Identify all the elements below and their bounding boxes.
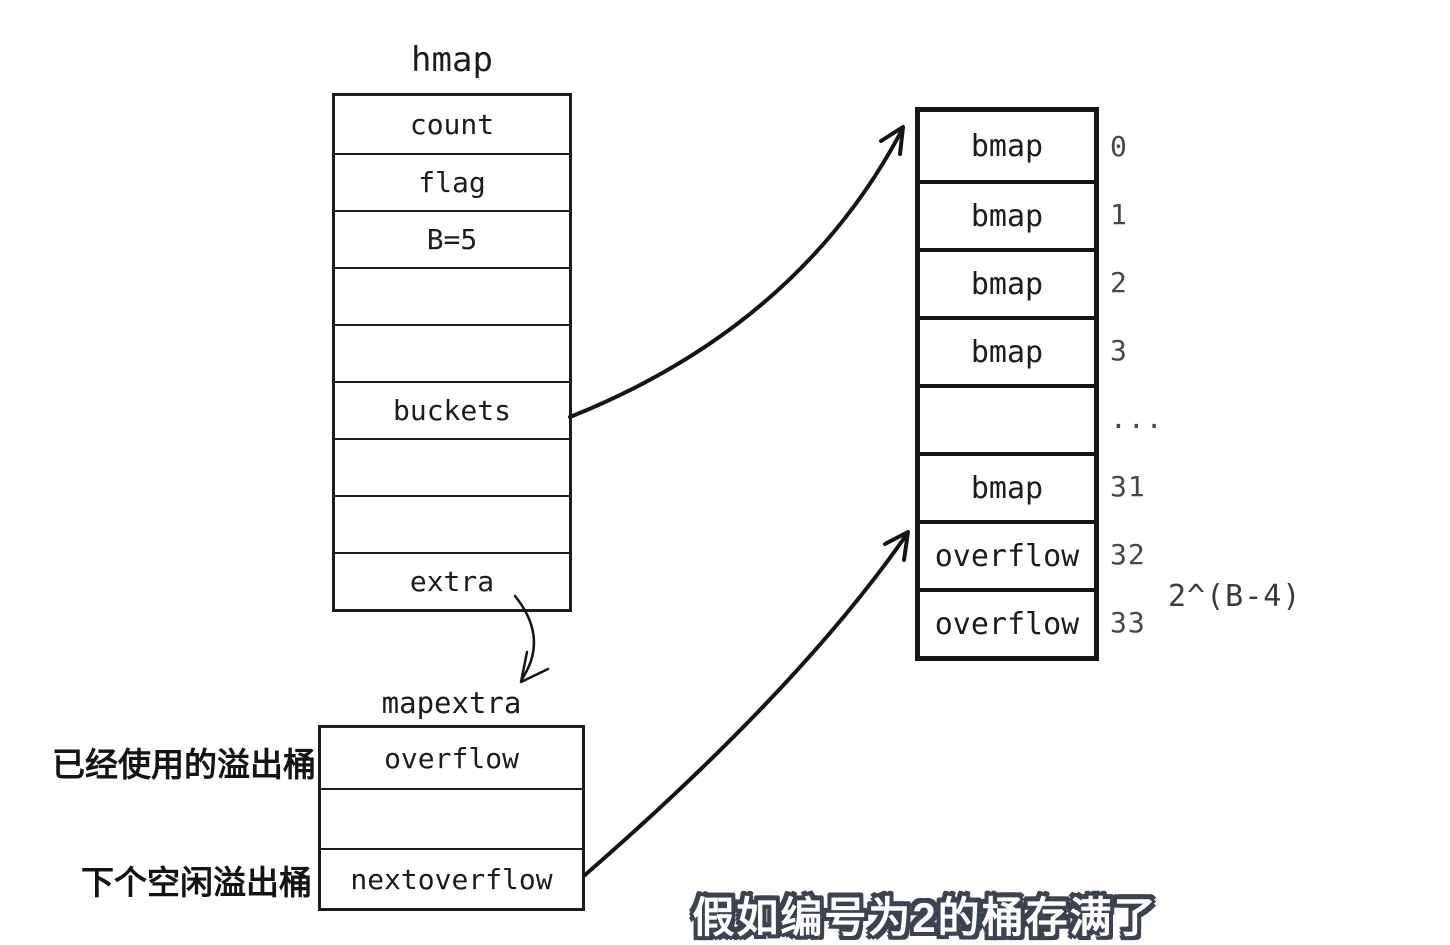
mapextra-title: mapextra <box>381 686 522 720</box>
mapextra-row-empty <box>321 788 582 848</box>
hmap-row-buckets: buckets <box>335 381 569 438</box>
hmap-row-empty <box>335 438 569 495</box>
bucket-index-2: 2 <box>1110 265 1128 299</box>
bucket-cell-1: bmap <box>920 180 1094 248</box>
mapextra-row-nextoverflow: nextoverflow <box>321 848 582 908</box>
bucket-index-ellipsis: ... <box>1110 401 1164 435</box>
used-overflow-buckets-label: 已经使用的溢出桶 <box>52 748 316 784</box>
bucket-count-formula: 2^(B-4) <box>1168 579 1302 614</box>
hmap-row-empty <box>335 324 569 381</box>
video-subtitle-caption: 假如编号为2的桶存满了 <box>692 894 1158 941</box>
buckets-to-buckets-array-arrow <box>568 125 905 419</box>
next-free-overflow-bucket-label: 下个空闲溢出桶 <box>81 866 312 902</box>
mapextra-struct-table: overflow nextoverflow <box>318 725 585 911</box>
bucket-cell-33: overflow <box>920 588 1094 656</box>
mapextra-row-overflow: overflow <box>384 741 519 775</box>
hmap-row-flag: flag <box>335 153 569 210</box>
hmap-row-b: B=5 <box>335 210 569 267</box>
bucket-cell-31: bmap <box>920 452 1094 520</box>
bucket-index-33: 33 <box>1110 605 1146 639</box>
bucket-cell-0: bmap <box>970 128 1044 164</box>
bucket-cell-2: bmap <box>920 248 1094 316</box>
bucket-cell-3: bmap <box>920 316 1094 384</box>
bucket-index-3: 3 <box>1110 333 1128 367</box>
hmap-title: hmap <box>411 40 493 80</box>
hmap-row-extra: extra <box>335 552 569 609</box>
hmap-row-empty <box>335 267 569 324</box>
nextoverflow-to-overflow-bucket-arrow <box>583 530 910 877</box>
bucket-index-0: 0 <box>1110 129 1128 163</box>
bucket-index-1: 1 <box>1110 197 1128 231</box>
bucket-index-column: 0 1 2 3 ... 31 32 33 <box>1110 112 1190 656</box>
hmap-struct-table: count flag B=5 buckets extra <box>332 93 572 612</box>
buckets-array-box: bmap bmap bmap bmap bmap overflow overfl… <box>915 107 1099 661</box>
hmap-row-count: count <box>409 108 495 141</box>
hmap-row-empty <box>335 495 569 552</box>
bucket-cell-32: overflow <box>920 520 1094 588</box>
bucket-cell-ellipsis <box>920 384 1094 452</box>
bucket-index-32: 32 <box>1110 537 1146 571</box>
bucket-index-31: 31 <box>1110 469 1146 503</box>
